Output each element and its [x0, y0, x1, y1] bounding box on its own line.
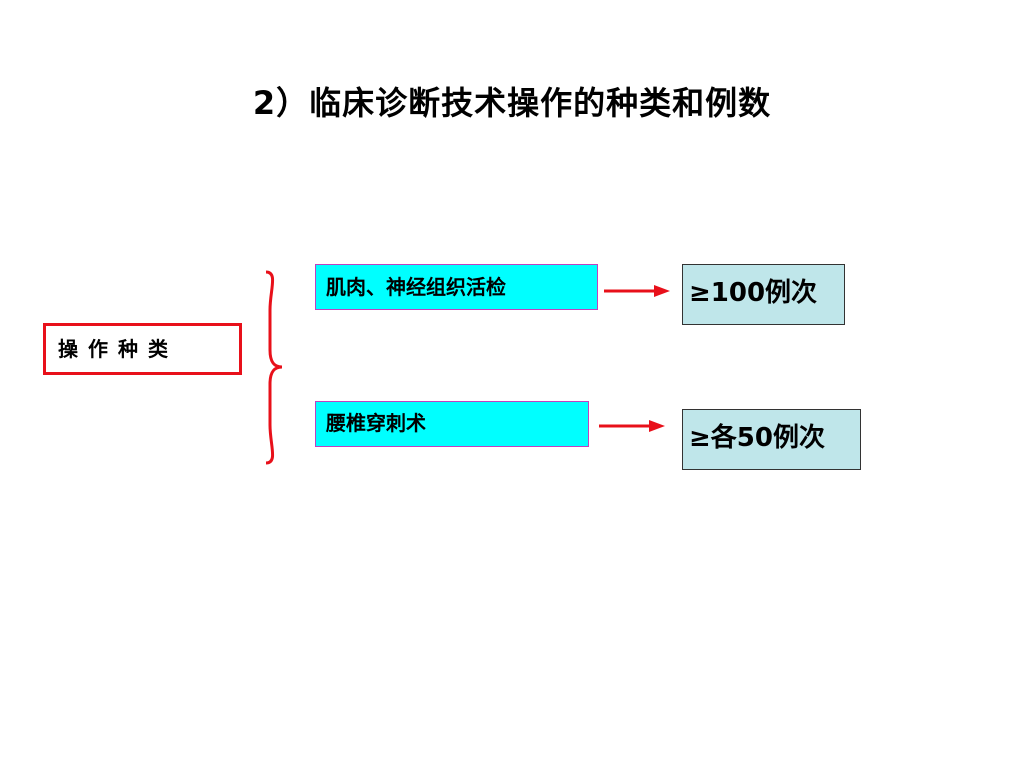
category-box: 操作种类: [43, 323, 242, 375]
result-box-biopsy: ≥100例次: [682, 264, 845, 325]
item-box-lumbar-puncture: 腰椎穿刺术: [315, 401, 589, 447]
item-box-biopsy: 肌肉、神经组织活检: [315, 264, 598, 310]
brace-connector: [265, 270, 283, 465]
arrow-right-icon: [604, 285, 670, 297]
slide-title: 2）临床诊断技术操作的种类和例数: [252, 84, 772, 122]
result-box-lumbar-puncture: ≥各50例次: [682, 409, 861, 470]
arrow-right-icon: [599, 420, 665, 432]
